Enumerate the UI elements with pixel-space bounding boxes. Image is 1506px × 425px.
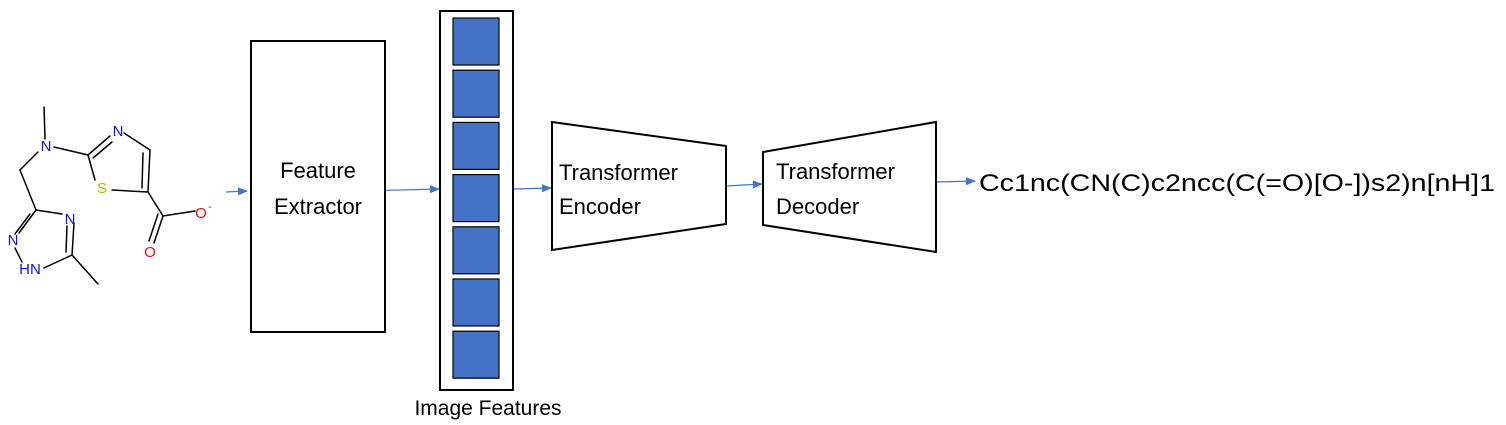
- molecule-atom-labels: N N S O - O N N HN: [8, 123, 213, 278]
- bond: [141, 152, 144, 189]
- bond: [147, 149, 151, 193]
- transformer-encoder-label-line2: Encoder: [559, 194, 641, 219]
- bond: [87, 154, 96, 181]
- bond: [71, 222, 75, 256]
- atom-label: N: [8, 232, 19, 249]
- molecule-structure: [14, 106, 196, 285]
- bond: [71, 254, 99, 285]
- output-smiles: Cc1nc(CN(C)c2ncc(C(=O)[O-])s2)n[nH]1: [979, 170, 1495, 197]
- bond: [111, 189, 149, 193]
- atom-label: HN: [19, 261, 41, 278]
- bond: [162, 210, 196, 217]
- bond: [65, 225, 68, 253]
- image-feature-cell: [452, 17, 500, 66]
- atom-label: N: [41, 138, 52, 155]
- bond: [14, 213, 31, 235]
- atom-label: N: [65, 211, 76, 228]
- transformer-decoder-label-line2: Decoder: [776, 194, 859, 219]
- image-feature-cell: [452, 330, 500, 379]
- image-feature-cell: [452, 121, 500, 171]
- bond: [153, 215, 164, 244]
- arrow-encoder-to-decoder: [725, 180, 763, 189]
- bond: [14, 247, 23, 263]
- image-feature-cell: [452, 278, 500, 327]
- feature-extractor-box: [250, 40, 386, 333]
- bond: [148, 213, 159, 242]
- bond: [19, 151, 39, 171]
- transformer-encoder-label-line1: Transformer: [559, 160, 678, 185]
- bond: [147, 191, 164, 217]
- image-feature-cell: [452, 69, 500, 118]
- image-feature-cell: [452, 174, 500, 223]
- bond: [123, 132, 151, 151]
- bond: [43, 106, 46, 140]
- atom-label: O: [195, 205, 207, 222]
- bond: [53, 146, 89, 156]
- atom-label: N: [113, 123, 124, 140]
- bond: [35, 209, 63, 215]
- bond: [87, 135, 111, 156]
- arrow-decoder-to-output: [935, 177, 976, 186]
- transformer-decoder-shape: [762, 120, 937, 254]
- feature-extractor-label-line2: Extractor: [274, 194, 362, 219]
- bond: [18, 209, 37, 234]
- image-feature-cells: [452, 17, 500, 379]
- arrow-features-to-encoder: [512, 184, 552, 193]
- transformer-decoder-label-line1: Transformer: [776, 159, 895, 184]
- arrow-molecule-to-extractor: [225, 187, 248, 196]
- atom-label: O: [144, 244, 156, 261]
- bond: [92, 141, 113, 159]
- atom-label: -: [208, 201, 212, 213]
- atom-label: S: [97, 180, 107, 197]
- bond: [19, 169, 37, 211]
- image-feature-cell: [452, 226, 500, 275]
- transformer-encoder-shape: [551, 120, 727, 252]
- image-features-label: Image Features: [414, 397, 561, 420]
- feature-extractor-label-line1: Feature: [280, 158, 356, 183]
- bond: [43, 254, 73, 269]
